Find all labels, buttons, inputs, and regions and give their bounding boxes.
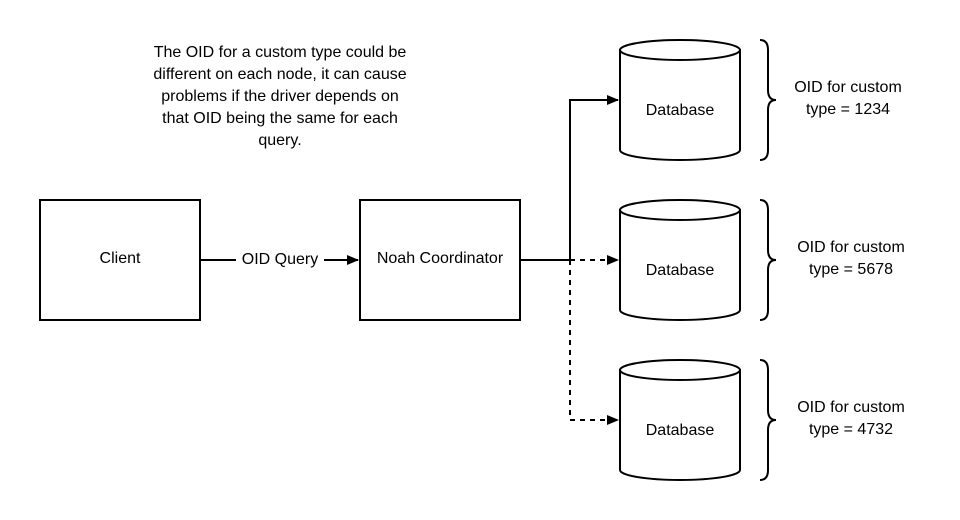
oid-query-label-bg <box>236 248 324 270</box>
explanation-note: The OID for a custom type could be diffe… <box>153 44 407 149</box>
oid-query-label: OID Query <box>242 251 318 268</box>
database-cylinder-top-3 <box>619 359 741 381</box>
oid-label-3-line1: OID for custom <box>797 399 905 416</box>
database-cylinder-3 <box>619 370 741 481</box>
oid-label-3-line2: type = 4732 <box>809 421 893 438</box>
database-node-3: Database <box>619 359 741 481</box>
brace-3 <box>759 359 777 481</box>
database-cylinder-2 <box>619 210 741 321</box>
coordinator-node <box>359 199 521 321</box>
database-label-1: Database <box>646 102 715 119</box>
brace-2 <box>759 199 777 321</box>
database-node-2: Database <box>619 199 741 321</box>
oid-label-1-line1: OID for custom <box>794 79 902 96</box>
edge-to-database-3 <box>569 260 619 425</box>
database-cylinder-top-1 <box>619 39 741 61</box>
brace-1 <box>759 39 777 161</box>
database-label-3: Database <box>646 422 715 439</box>
database-cylinder-top-2 <box>619 199 741 221</box>
coordinator-label: Noah Coordinator <box>377 250 504 267</box>
database-node-1: Database <box>619 39 741 161</box>
oid-label-2-line2: type = 5678 <box>809 261 893 278</box>
oid-label-2-line1: OID for custom <box>797 239 905 256</box>
oid-label-1-line2: type = 1234 <box>806 101 890 118</box>
client-label: Client <box>100 250 141 267</box>
client-node <box>39 199 201 321</box>
database-label-2: Database <box>646 262 715 279</box>
database-cylinder-1 <box>619 50 741 161</box>
edge-to-database-1 <box>569 95 619 260</box>
